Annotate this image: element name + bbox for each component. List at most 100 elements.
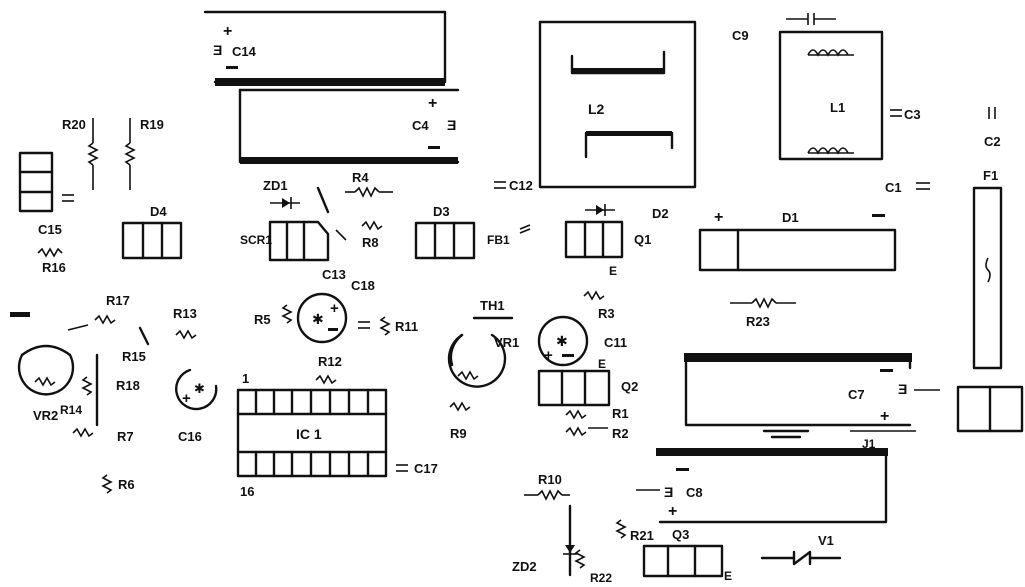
label-c17: C17: [414, 461, 438, 476]
capacitor-c16: + ✱ C16: [175, 368, 218, 444]
label-zd2: ZD2: [512, 559, 537, 574]
label-r21: R21: [630, 528, 654, 543]
label-c3: C3: [904, 107, 921, 122]
label-r6: R6: [118, 477, 135, 492]
trimmer-vr1: VR1: [447, 333, 519, 388]
scr-scr1: SCR1: [240, 186, 347, 262]
diode-d3: D3: [414, 204, 476, 260]
svg-text:Ǝ: Ǝ: [213, 42, 222, 58]
label-r14: R14: [60, 403, 82, 417]
label-r1: R1: [612, 406, 629, 421]
svg-text:✱: ✱: [556, 333, 568, 349]
svg-text:+: +: [714, 209, 723, 226]
label-c8: C8: [686, 485, 703, 500]
resistor-r7: R7: [117, 429, 134, 444]
label-fb1: FB1: [487, 233, 510, 247]
diode-d4: D4: [121, 204, 183, 260]
label-r11: R11: [395, 319, 418, 334]
label-q3-e: E: [724, 569, 732, 583]
label-r17: R17: [106, 293, 130, 308]
polarity-plus: +: [223, 23, 232, 40]
resistor-r4: R4: [345, 170, 393, 198]
label-q3: Q3: [672, 527, 689, 542]
label-r23: R23: [746, 314, 770, 329]
svg-text:+: +: [330, 300, 339, 317]
label-c13: C13: [322, 267, 346, 282]
label-r18: R18: [116, 378, 140, 393]
capacitor-c3: C3: [890, 107, 921, 122]
resistor-r9: R9: [449, 401, 471, 441]
label-d4: D4: [150, 204, 167, 219]
diode-d1: + D1: [698, 209, 897, 272]
resistor-r8: R8: [361, 220, 383, 250]
label-q1-e: E: [609, 264, 617, 278]
label-r10: R10: [538, 472, 562, 487]
diode-d2: D2: [585, 204, 669, 221]
jumper-mark: [10, 312, 30, 317]
svg-text:Ǝ: Ǝ: [898, 381, 907, 397]
label-r9: R9: [450, 426, 467, 441]
label-r20: R20: [62, 117, 86, 132]
capacitor-c8: Ǝ C8 +: [636, 448, 888, 524]
label-v1: V1: [818, 533, 834, 548]
ferrite-fb1: FB1: [487, 224, 531, 247]
resistor-r1: R1: [565, 406, 629, 421]
label-c1: C1: [885, 180, 902, 195]
label-c11: C11: [604, 335, 627, 350]
capacitor-c11: ✱ + C11: [537, 315, 627, 367]
fuse-f1: F1: [972, 168, 1003, 370]
capacitor-c7: Ǝ C7 + J1: [684, 353, 940, 451]
capacitor-c9: C9: [732, 13, 836, 43]
svg-text:+: +: [668, 503, 677, 520]
label-r5: R5: [254, 312, 271, 327]
resistor-r5: R5: [254, 304, 293, 327]
resistor-r3: R3: [583, 290, 615, 321]
label-r4: R4: [352, 170, 369, 185]
label-c2: C2: [984, 134, 1001, 149]
label-r8: R8: [362, 235, 379, 250]
zener-zd2: ZD2: [512, 504, 577, 577]
label-r16: R16: [42, 260, 66, 275]
label-c7: C7: [848, 387, 865, 402]
svg-text:+: +: [428, 95, 437, 112]
label-r15: R15: [122, 349, 146, 364]
resistor-r16: R16: [37, 247, 66, 275]
label-d3: D3: [433, 204, 450, 219]
resistor-r14: R14: [60, 403, 94, 438]
transistor-q2: E Q2: [537, 357, 638, 407]
label-r13: R13: [173, 306, 197, 321]
capacitor-c4: + C4 Ǝ: [238, 88, 460, 164]
capacitor-c2: C2: [984, 107, 1001, 149]
label-vr2: VR2: [33, 408, 58, 423]
trimmer-vr2: VR2: [17, 344, 75, 423]
svg-text:Ǝ: Ǝ: [447, 117, 456, 133]
label-q1: Q1: [634, 232, 651, 247]
capacitor-c17: C17: [396, 461, 438, 476]
label-r12: R12: [318, 354, 342, 369]
ic-ic1: 1 R12 IC 1 16: [236, 354, 388, 499]
svg-text:+: +: [880, 408, 889, 425]
capacitor-c1: C1: [885, 180, 930, 195]
label-pin16: 16: [240, 484, 254, 499]
svg-text:+: +: [182, 390, 191, 407]
label-q2-e: E: [598, 357, 606, 371]
resistor-r11: R11: [358, 316, 418, 336]
label-d2: D2: [652, 206, 669, 221]
resistor-r2: R2: [565, 426, 629, 441]
label-c16: C16: [178, 429, 202, 444]
resistor-r20: R20: [62, 117, 99, 190]
inductor-l2: L2: [538, 20, 697, 189]
svg-text:Ǝ: Ǝ: [664, 484, 673, 500]
resistor-r17: R17: [67, 293, 130, 331]
connector-j1: [956, 385, 1024, 433]
thermistor-th1: TH1: [472, 298, 514, 320]
label-c18: C18: [351, 278, 375, 293]
label-zd1: ZD1: [263, 178, 288, 193]
label-th1: TH1: [480, 298, 505, 313]
resistor-r19: R19: [124, 117, 164, 190]
label-r7: R7: [117, 429, 134, 444]
label-c9: C9: [732, 28, 749, 43]
label-r2: R2: [612, 426, 629, 441]
label-c12: C12: [509, 178, 533, 193]
